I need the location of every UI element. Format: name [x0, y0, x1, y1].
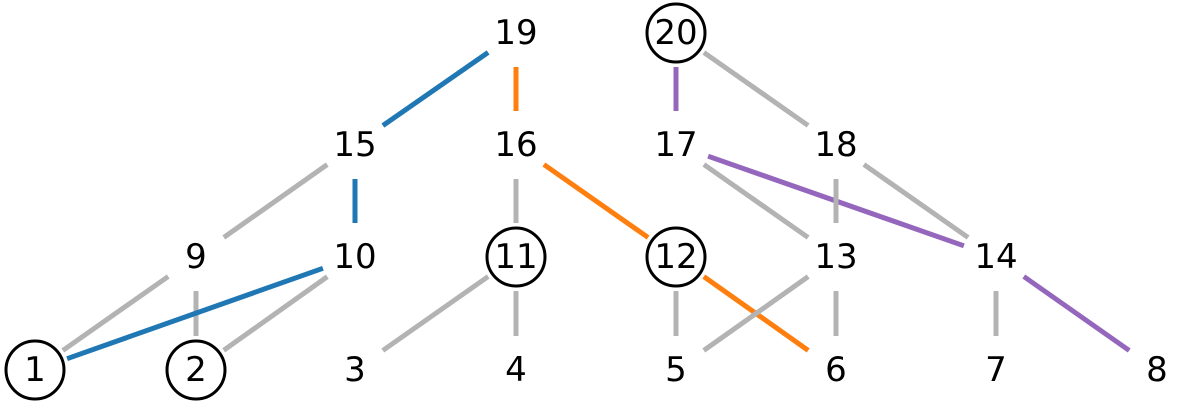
node-label: 4 — [505, 350, 527, 390]
node-ring — [485, 226, 547, 288]
edge-16-12 — [542, 162, 650, 240]
node-label: 16 — [494, 125, 537, 165]
node-20: 20 — [645, 2, 707, 64]
node-19: 19 — [494, 13, 537, 53]
node-1: 1 — [4, 339, 66, 401]
node-label: 1 — [24, 350, 46, 390]
node-label: 9 — [185, 237, 207, 277]
node-label: 7 — [985, 350, 1007, 390]
node-label: 6 — [825, 350, 847, 390]
node-label: 15 — [333, 125, 376, 165]
edge-14-8 — [1022, 274, 1131, 353]
node-6: 6 — [825, 350, 847, 390]
node-15: 15 — [333, 125, 376, 165]
node-7: 7 — [985, 350, 1007, 390]
edge-13-5 — [702, 274, 810, 353]
node-16: 16 — [494, 125, 537, 165]
node-3: 3 — [344, 350, 366, 390]
node-label: 8 — [1146, 350, 1168, 390]
edge-9-1 — [61, 274, 170, 353]
node-9: 9 — [185, 237, 207, 277]
edge-10-2 — [222, 274, 329, 353]
node-4: 4 — [505, 350, 527, 390]
node-label: 20 — [654, 13, 697, 53]
edge-19-15 — [381, 50, 490, 128]
node-label: 3 — [344, 350, 366, 390]
edge-20-18 — [702, 50, 810, 128]
node-label: 17 — [654, 125, 697, 165]
node-14: 14 — [974, 237, 1017, 277]
node-label: 11 — [494, 237, 537, 277]
node-label: 14 — [974, 237, 1017, 277]
edge-11-3 — [381, 274, 490, 353]
edge-18-14 — [862, 162, 970, 240]
node-ring — [4, 339, 66, 401]
node-2: 2 — [165, 339, 227, 401]
node-ring — [645, 2, 707, 64]
edge-10-1 — [66, 265, 324, 362]
node-label: 12 — [654, 237, 697, 277]
edge-15-9 — [222, 162, 329, 240]
node-11: 11 — [485, 226, 547, 288]
node-label: 5 — [665, 350, 687, 390]
node-ring — [645, 226, 707, 288]
node-5: 5 — [665, 350, 687, 390]
node-10: 10 — [333, 237, 376, 277]
node-ring — [165, 339, 227, 401]
node-label: 18 — [814, 125, 857, 165]
node-12: 12 — [645, 226, 707, 288]
edges-layer — [61, 50, 1131, 362]
node-17: 17 — [654, 125, 697, 165]
node-13: 13 — [814, 237, 857, 277]
node-18: 18 — [814, 125, 857, 165]
node-label: 10 — [333, 237, 376, 277]
node-label: 2 — [185, 350, 207, 390]
node-8: 8 — [1146, 350, 1168, 390]
node-label: 13 — [814, 237, 857, 277]
node-label: 19 — [494, 13, 537, 53]
edge-17-13 — [702, 162, 810, 240]
